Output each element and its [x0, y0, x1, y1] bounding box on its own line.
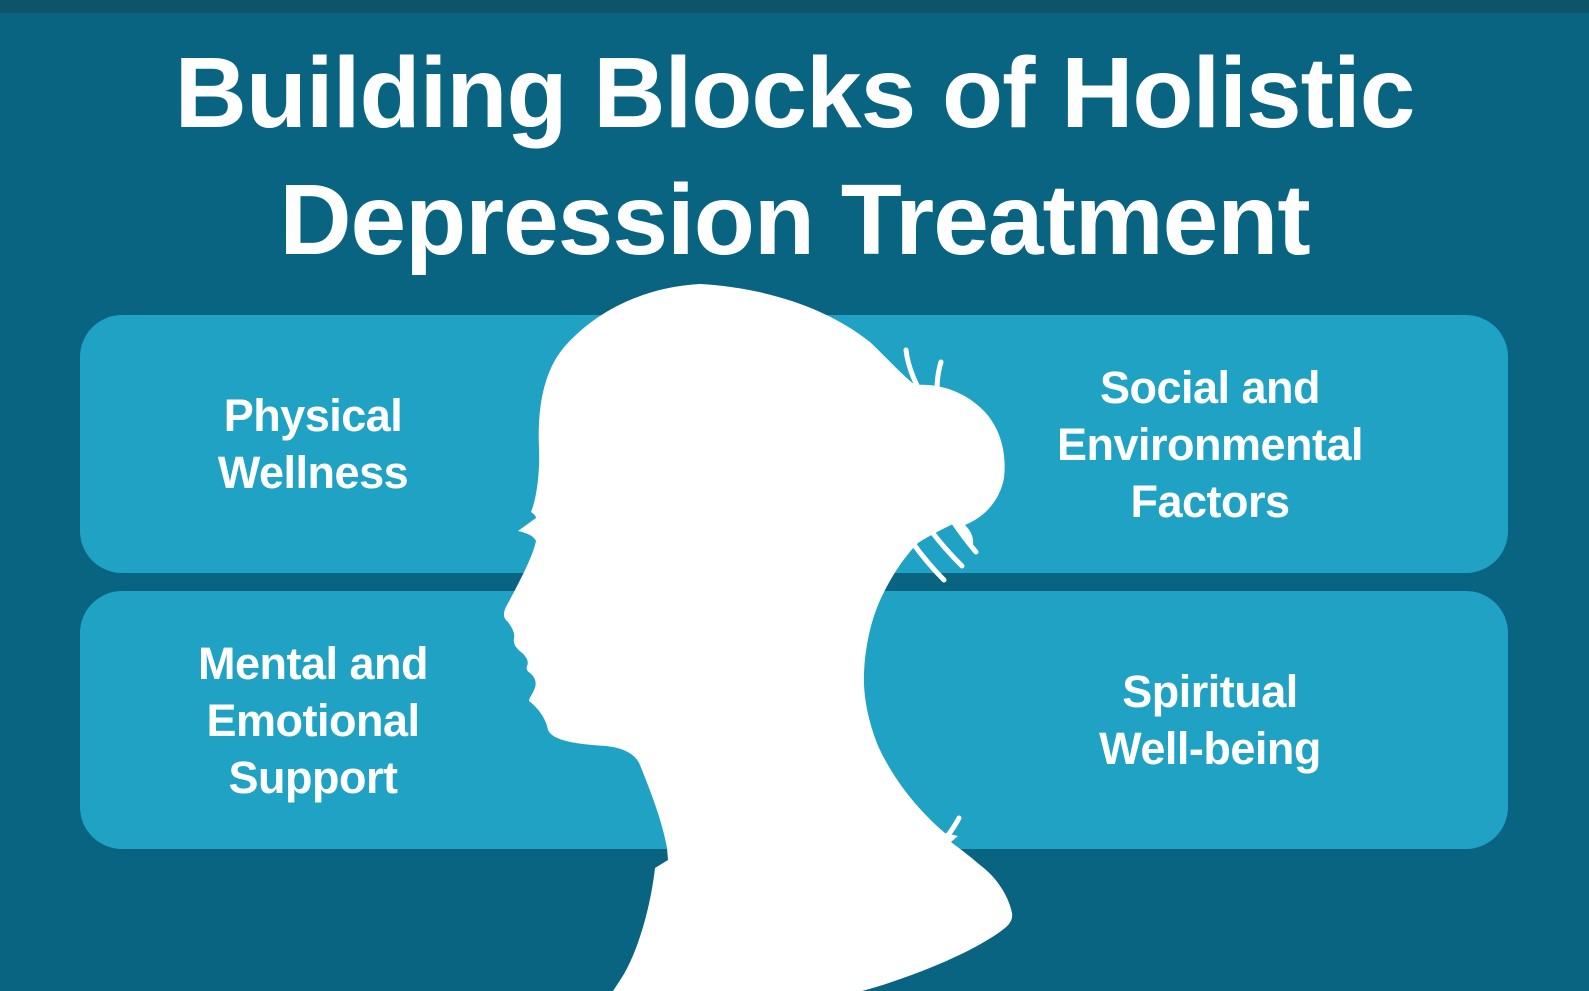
page-title-line-1: Building Blocks of Holistic: [174, 37, 1416, 149]
panel-row-top: Physical Wellness Social and Environment…: [80, 315, 1508, 573]
top-border-strip: [0, 0, 1589, 13]
block-line: Emotional: [206, 694, 420, 746]
block-line: Well-being: [1099, 723, 1321, 774]
block-line: Support: [228, 751, 398, 803]
page-title: Building Blocks of Holistic Depression T…: [0, 30, 1589, 284]
block-line: Environmental: [1056, 418, 1364, 470]
block-line: Factors: [1130, 475, 1290, 527]
block-line: Wellness: [217, 447, 409, 498]
block-line: Mental and: [197, 637, 429, 689]
block-line: Social and: [1099, 361, 1321, 413]
panel-row-bottom: Mental and Emotional Support Spiritual W…: [80, 591, 1508, 849]
page-title-line-2: Depression Treatment: [279, 164, 1310, 276]
block-label-spiritual-well-being: Spiritual Well-being: [930, 591, 1490, 849]
block-label-physical-wellness: Physical Wellness: [80, 315, 546, 573]
block-line: Spiritual: [1122, 666, 1298, 717]
block-label-mental-emotional-support: Mental and Emotional Support: [80, 591, 546, 849]
block-label-social-environmental-factors: Social and Environmental Factors: [930, 315, 1490, 573]
block-line: Physical: [223, 390, 403, 441]
